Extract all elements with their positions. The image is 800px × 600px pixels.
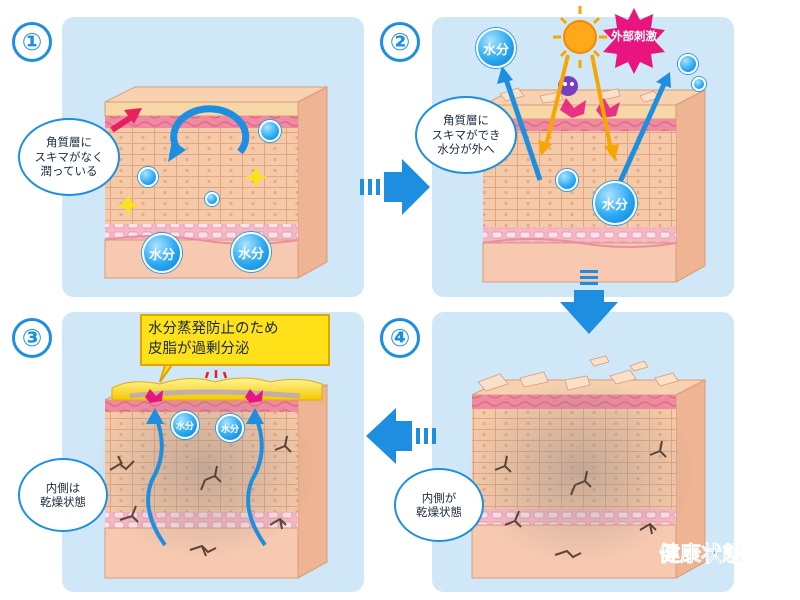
step-number-2: ② [380,22,420,62]
step-number-1: ① [12,22,52,62]
crack-icon [109,435,667,559]
water-drop-2a: 水分 [476,28,516,68]
water-drop-3b: 水分 [216,414,244,442]
step-number-3: ③ [12,318,52,358]
bubble-step-3: 内側は 乾燥状態 [18,458,108,532]
water-droplet [692,77,706,91]
bubble-step-1: 角質層に スキマがなく 潤っている [18,118,120,196]
skin-block-3 [93,377,328,579]
skin-block-2 [482,87,706,283]
bubble-step-4: 内側が 乾燥状態 [394,468,484,542]
arrow-left-icon [366,408,436,464]
water-droplet [138,167,158,187]
arrow-down-icon [560,270,618,334]
water-droplet [678,54,698,74]
water-droplet [556,169,578,191]
water-drop-3a: 水分 [171,411,199,439]
footer-label: 健康状態 [659,542,744,567]
sparkle-icon [244,167,268,187]
water-droplet [205,192,219,206]
water-drop-1a: 水分 [142,233,182,273]
water-droplet [259,120,281,142]
sebum-callout: 水分蒸発防止のため 皮脂が過剰分泌 [140,314,330,366]
arrow-right-icon [360,159,430,215]
skin-block-4 [465,355,706,579]
stimulus-label: 外部刺激 [611,29,657,43]
skin-block-1 [104,86,328,279]
stimulus-burst-icon [603,8,665,74]
water-drop-1b: 水分 [231,232,271,272]
bubble-step-2: 角質層に スキマができ 水分が外へ [415,96,517,174]
sun-icon [553,6,607,68]
water-drop-2b: 水分 [593,181,637,225]
circular-arrow-head [168,140,186,162]
step-number-4: ④ [380,318,420,358]
